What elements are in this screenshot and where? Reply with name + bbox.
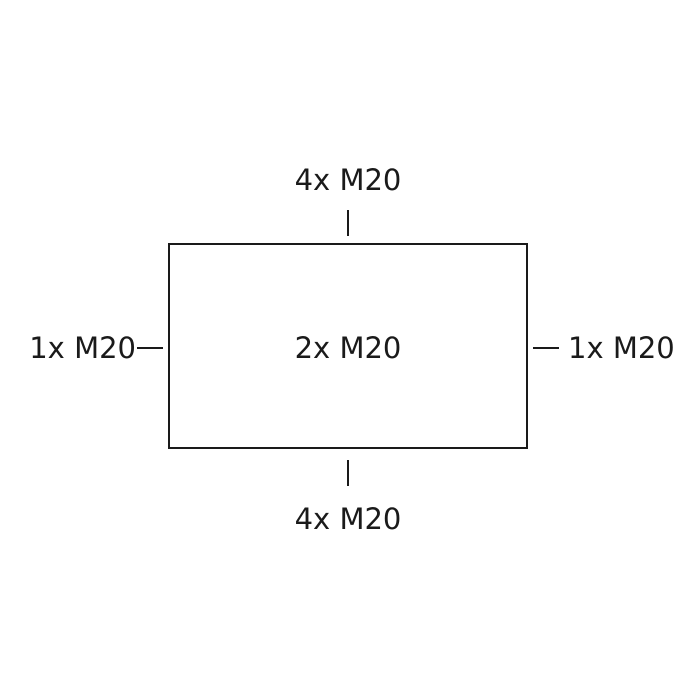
bottom-side-marker (347, 460, 349, 486)
enclosure-rectangle (168, 243, 528, 449)
right-entry-label: 1x M20 (568, 331, 675, 365)
center-entry-label: 2x M20 (294, 331, 402, 365)
top-side-marker (347, 210, 349, 236)
top-entry-label: 4x M20 (294, 163, 402, 197)
bottom-entry-label: 4x M20 (294, 502, 402, 536)
right-side-marker (533, 347, 559, 349)
left-side-marker (137, 347, 163, 349)
left-entry-label: 1x M20 (29, 331, 136, 365)
